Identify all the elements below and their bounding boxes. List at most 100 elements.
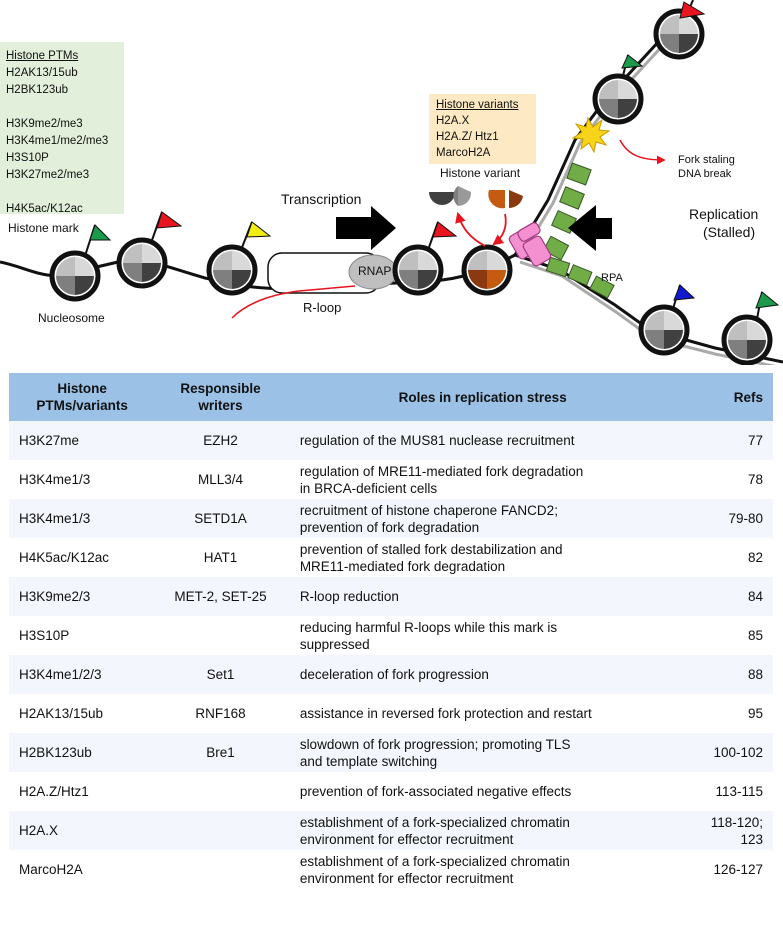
ptm-box-title: Histone PTMs xyxy=(6,50,79,62)
role-line: R-loop reduction xyxy=(299,589,399,604)
header-ptm-line1: Histone xyxy=(57,381,107,396)
variant-item: MarcoH2A xyxy=(436,147,491,159)
role-line: prevention of stalled fork destabilizati… xyxy=(299,541,563,557)
nucleosome-4 xyxy=(392,244,444,296)
red-flag-icon xyxy=(679,0,706,19)
role-line: in BRCA-deficient cells xyxy=(299,480,438,496)
label-transcription: Transcription xyxy=(281,191,362,207)
rpa-leading xyxy=(542,162,592,261)
cell-ptm: MarcoH2A xyxy=(9,850,156,889)
cell-writer: EZH2 xyxy=(155,421,286,460)
table-row: H3S10P reducing harmful R-loops while thi… xyxy=(9,616,773,655)
role-line: assistance in reversed fork protection a… xyxy=(299,706,592,721)
header-refs: Refs xyxy=(679,373,773,421)
yellow-flag-icon xyxy=(240,221,272,251)
helicase xyxy=(508,222,552,267)
header-writers-line1: Responsible xyxy=(180,381,261,396)
cell-writer: Bre1 xyxy=(155,733,286,772)
ptm-item: H2BK123ub xyxy=(6,84,69,96)
roles-table: Histone PTMs/variants Responsible writer… xyxy=(9,373,773,889)
ptm-item: H3K27me2/me3 xyxy=(6,169,90,181)
label-r-loop: R-loop xyxy=(303,300,342,315)
role-line: establishment of a fork-specialized chro… xyxy=(299,853,570,869)
histone-ptm-box: Histone PTMs H2AK13/15ub H2BK123ub H3K9m… xyxy=(0,42,124,215)
role-line: environment for effector recruitment xyxy=(299,831,514,847)
nucleosome-leading-1 xyxy=(592,73,644,125)
cell-role: regulation of the MUS81 nuclease recruit… xyxy=(285,421,680,460)
cell-role: reducing harmful R-loops while this mark… xyxy=(285,616,680,655)
cell-ptm: H3S10P xyxy=(9,616,156,655)
cell-role: prevention of stalled fork destabilizati… xyxy=(285,538,680,577)
cell-role: deceleration of fork progression xyxy=(285,655,680,694)
free-histones-orange xyxy=(488,190,523,209)
cell-refs: 126-127 xyxy=(679,850,773,889)
cell-role: establishment of a fork-specialized chro… xyxy=(285,811,680,850)
cell-role: prevention of fork-associated negative e… xyxy=(285,772,680,811)
cell-ptm: H2BK123ub xyxy=(9,733,156,772)
cell-refs: 95 xyxy=(679,694,773,733)
role-line: deceleration of fork progression xyxy=(299,667,489,682)
label-histone-mark: Histone mark xyxy=(8,221,79,235)
variant-box-title: Histone variants xyxy=(436,99,519,111)
role-line: and template switching xyxy=(299,753,438,769)
header-ptm: Histone PTMs/variants xyxy=(9,373,156,421)
replication-arrow-icon xyxy=(568,205,612,251)
table-row: MarcoH2A establishment of a fork-speciali… xyxy=(9,850,773,889)
label-dna-break: DNA break xyxy=(678,168,732,180)
role-line: suppressed xyxy=(299,636,370,652)
cell-ptm: H2A.Z/Htz1 xyxy=(9,772,156,811)
cell-refs: 100-102 xyxy=(679,733,773,772)
cell-ptm: H4K5ac/K12ac xyxy=(9,538,156,577)
red-flag-icon xyxy=(427,221,458,251)
cell-ptm: H3K4me1/3 xyxy=(9,499,156,538)
cell-role: establishment of a fork-specialized chro… xyxy=(285,850,680,889)
table-row: H2A.Z/Htz1 prevention of fork-associated … xyxy=(9,772,773,811)
header-writers-line2: writers xyxy=(198,398,243,413)
histone-variant-box: Histone variants H2A.X H2A.Z/ Htz1 Marco… xyxy=(429,94,536,164)
cell-ptm: H2AK13/15ub xyxy=(9,694,156,733)
role-line: MRE11-mediated fork degradation xyxy=(299,558,506,574)
label-replication: Replication xyxy=(689,206,759,222)
table-header-row: Histone PTMs/variants Responsible writer… xyxy=(9,373,773,421)
cell-writer: MET-2, SET-25 xyxy=(155,577,286,616)
nucleosome-lagging-1 xyxy=(638,304,690,356)
label-rnap: RNAP xyxy=(358,264,392,278)
nucleosome-variant xyxy=(461,244,513,296)
cell-role: recruitment of histone chaperone FANCD2;… xyxy=(285,499,680,538)
role-line: regulation of the MUS81 nuclease recruit… xyxy=(299,433,575,448)
role-line: recruitment of histone chaperone FANCD2; xyxy=(299,502,558,518)
cell-role: slowdown of fork progression; promoting … xyxy=(285,733,680,772)
chromatin-diagram xyxy=(0,0,783,365)
variant-item: H2A.Z/ Htz1 xyxy=(436,131,499,143)
role-line: establishment of a fork-specialized chro… xyxy=(299,814,570,830)
nucleosome-lagging-2 xyxy=(721,314,773,365)
cell-refs: 79-80 xyxy=(679,499,773,538)
variant-exchange-arrow-in xyxy=(492,213,507,246)
fork-stalling-arrow xyxy=(619,139,666,165)
cell-ptm: H3K27me xyxy=(9,421,156,460)
label-rpa: RPA xyxy=(601,272,623,284)
blue-flag-icon xyxy=(672,284,696,310)
role-line: reducing harmful R-loops while this mark… xyxy=(299,619,558,635)
label-histone-variant: Histone variant xyxy=(440,166,521,180)
ptm-item: H2AK13/15ub xyxy=(6,67,78,79)
red-flag-icon xyxy=(150,211,183,244)
ptm-spacer xyxy=(0,99,124,116)
cell-refs: 84 xyxy=(679,577,773,616)
cell-ptm: H3K4me1/3 xyxy=(9,460,156,499)
ptm-spacer xyxy=(0,184,124,201)
cell-writer xyxy=(155,850,286,889)
cell-ptm: H3K9me2/3 xyxy=(9,577,156,616)
cell-role: regulation of MRE11-mediated fork degrad… xyxy=(285,460,680,499)
cell-role: assistance in reversed fork protection a… xyxy=(285,694,680,733)
cell-refs: 82 xyxy=(679,538,773,577)
cell-role: R-loop reduction xyxy=(285,577,680,616)
role-line: regulation of MRE11-mediated fork degrad… xyxy=(299,463,584,479)
